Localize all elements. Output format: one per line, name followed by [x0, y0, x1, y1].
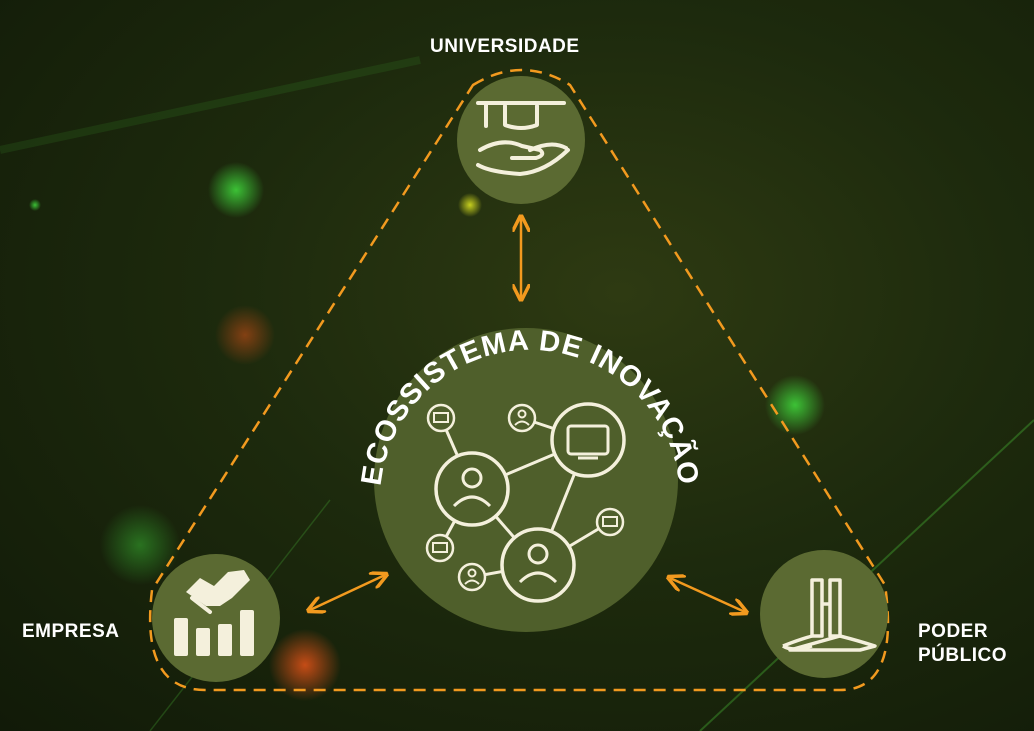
node-empresa [152, 554, 280, 682]
label-poder-line2: PÚBLICO [918, 645, 1007, 666]
background-bokeh [0, 56, 1034, 731]
label-empresa: EMPRESA [22, 621, 120, 642]
network-node-person-small-2 [457, 562, 487, 592]
network-node-person-b [500, 527, 576, 603]
label-universidade: UNIVERSIDADE [430, 36, 580, 57]
dashed-triangle-outline [148, 68, 890, 692]
network-node-monitor-small-2 [425, 533, 455, 563]
handshake-chart-icon [174, 570, 254, 656]
label-poder-publico: PODER PÚBLICO [918, 620, 1007, 668]
network-node-monitor-large [550, 402, 626, 478]
arrow-center-poder [670, 578, 745, 612]
center-ecosystem: ECOSSISTEMA DE INOVAÇÃO [356, 325, 703, 632]
congress-building-icon [782, 578, 877, 652]
network-node-person-small-1 [507, 403, 537, 433]
arrow-empresa-center [310, 575, 385, 610]
network-node-monitor-small-1 [426, 403, 456, 433]
node-universidade [457, 76, 585, 204]
graduation-hand-icon [476, 101, 570, 176]
node-poder-publico [760, 550, 888, 678]
network-node-monitor-small-3 [595, 507, 625, 537]
label-poder-line1: PODER [918, 621, 989, 642]
network-node-person-a [434, 451, 510, 527]
